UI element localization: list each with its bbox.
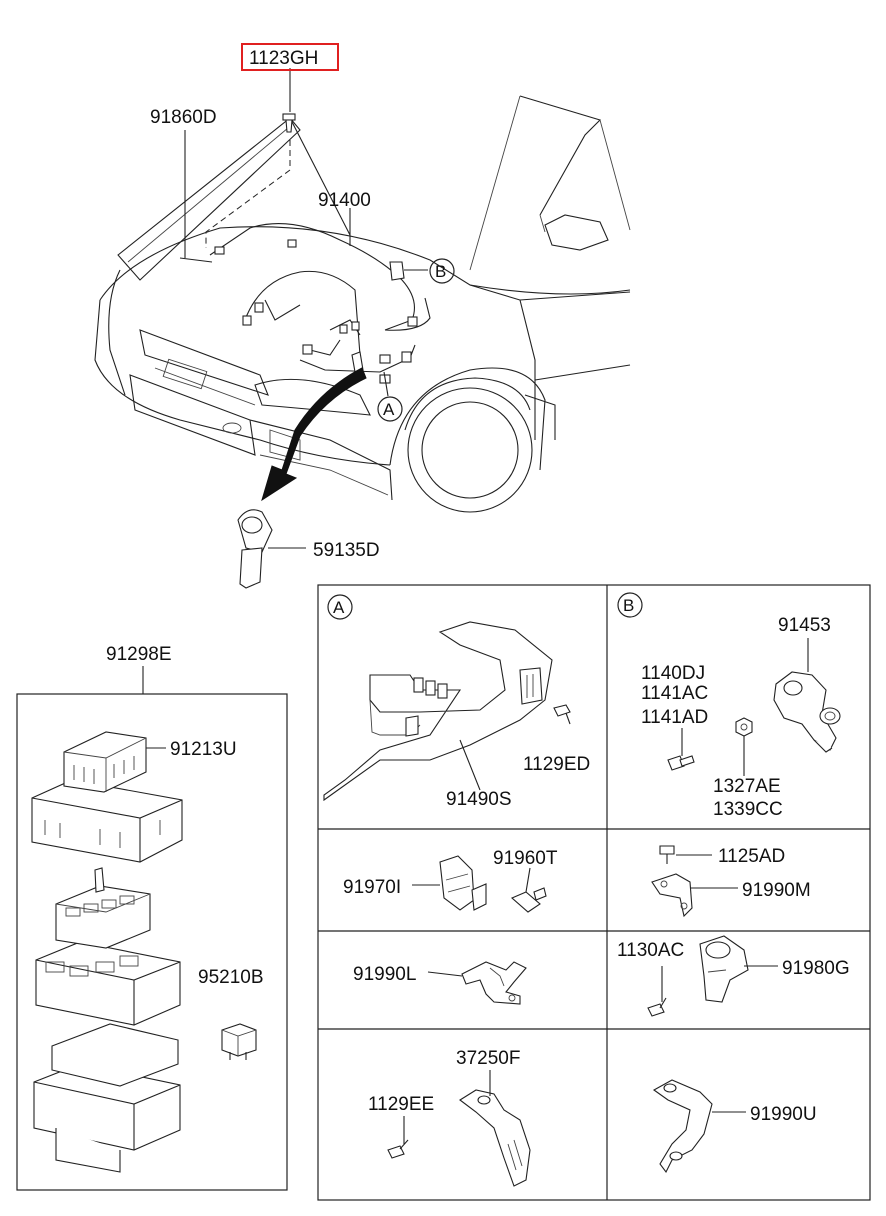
label-91213u: 91213U (170, 739, 237, 760)
relay-95210b (221, 1023, 257, 1060)
cell-a-marker-circle (327, 594, 353, 620)
label-91298e: 91298E (106, 644, 172, 665)
cell-b-marker-circle (617, 592, 643, 618)
label-91990l: 91990L (353, 964, 416, 985)
label-1141ac: 1141AC (641, 683, 708, 704)
label-1129ed: 1129ED (523, 754, 590, 775)
bracket-91990u (652, 1079, 713, 1174)
bracket-37250f (459, 1089, 531, 1187)
bracket-91990l (461, 961, 527, 1005)
label-1123gh: 1123GH (249, 48, 318, 69)
leader-91960t (525, 867, 531, 893)
grommet-59135d (237, 509, 273, 589)
label-1129ee: 1129EE (368, 1094, 434, 1115)
marker-b: B (435, 262, 446, 281)
label-1140dj: 1140DJ (641, 663, 705, 684)
cell-b-marker: B (623, 596, 634, 615)
label-91990u: 91990U (750, 1104, 817, 1125)
connector-91980g (699, 935, 749, 1003)
marker-a: A (383, 400, 395, 419)
label-1141ad: 1141AD (641, 707, 708, 728)
vehicle-illustration (94, 95, 631, 513)
bracket-91490s (323, 621, 553, 802)
label-91980g: 91980G (782, 958, 850, 979)
bolt-1141ad (667, 755, 695, 771)
label-91860d: 91860D (150, 107, 217, 128)
marker-b-circle (429, 258, 455, 284)
leader-91490s (459, 739, 481, 791)
fuse-box-lower-case (33, 1023, 181, 1173)
nut-1327ae (735, 717, 753, 737)
label-95210b: 95210B (198, 967, 264, 988)
fuse-box-panel (16, 693, 288, 1191)
cell-a-marker: A (333, 598, 345, 617)
fuse-box-upper-cover (31, 731, 183, 863)
label-91970i: 91970I (343, 877, 401, 898)
marker-a-circle (377, 396, 403, 422)
detail-grid (317, 584, 871, 1201)
label-1339cc: 1339CC (713, 799, 783, 820)
label-1130ac: 1130AC (617, 940, 684, 961)
label-1125ad: 1125AD (718, 846, 785, 867)
bolt-leader (205, 140, 291, 248)
clip-91970i (439, 855, 487, 911)
bolt-1125ad (659, 845, 675, 864)
fuse-box-middle-block (35, 867, 181, 1026)
label-91400: 91400 (318, 190, 371, 211)
label-91490s: 91490S (446, 789, 512, 810)
bolt-1129ed (553, 704, 571, 725)
leader-91990l (427, 971, 463, 977)
label-1327ae: 1327AE (713, 776, 781, 797)
bolt-1129ee (387, 1139, 409, 1159)
label-91453: 91453 (778, 615, 831, 636)
label-37250f: 37250F (456, 1048, 520, 1069)
label-91960t: 91960T (493, 848, 558, 869)
clip-91960t (510, 887, 547, 913)
top-leader-lines (184, 68, 428, 549)
sensor-91453 (773, 671, 841, 753)
bolt-1130ac (647, 997, 667, 1017)
bolt-1123gh (282, 113, 296, 133)
label-91990m: 91990M (742, 880, 811, 901)
detail-arrow (261, 367, 367, 502)
bracket-91990m (651, 873, 693, 918)
label-59135d: 59135D (313, 540, 380, 561)
highlight-box (241, 43, 339, 71)
